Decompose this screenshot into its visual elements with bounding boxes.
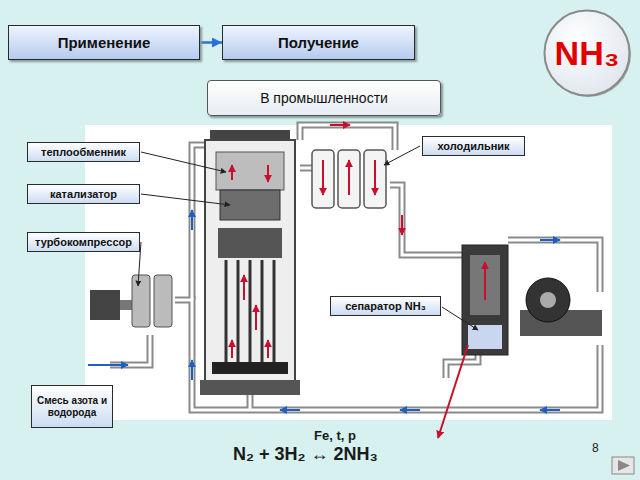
catalyst-block: [218, 228, 282, 258]
flow-arrow: [540, 239, 560, 241]
flow-arrow: [374, 160, 376, 195]
pump-wheel: [526, 278, 570, 322]
node-text: теплообменник: [41, 146, 126, 158]
leader-line: [141, 152, 226, 172]
cooler-flow: [323, 160, 375, 195]
pipe-bore: [300, 167, 312, 170]
separator-shell: [462, 245, 508, 355]
flow-arrow: [348, 160, 350, 195]
pump-hub: [540, 292, 556, 308]
flow-arrow: [191, 360, 193, 380]
flow-arrow: [280, 409, 300, 411]
pipe-flow: [88, 125, 560, 410]
nav-arrow: [618, 460, 630, 471]
cooler-tank: [364, 150, 386, 208]
node-text: NH₃: [555, 34, 620, 73]
pipes-inner: [110, 125, 600, 410]
pipe-bore: [110, 335, 150, 365]
pipe-bore: [249, 395, 252, 410]
pipe: [300, 125, 395, 150]
tube: [225, 260, 228, 365]
cooler-tank: [338, 150, 360, 208]
separator-liquid: [468, 325, 502, 349]
reactor-grate: [212, 362, 288, 374]
pipe-bore: [300, 125, 395, 150]
flow-arrow: [330, 124, 350, 126]
reactor-base: [200, 380, 300, 395]
node-text: Получение: [278, 34, 359, 51]
pipe-bore: [390, 185, 462, 255]
flow-arrow: [191, 210, 193, 230]
compressor-cylinder: [132, 275, 150, 327]
callout-box: турбокомпрессор: [27, 232, 140, 252]
flow-arrow: [243, 275, 245, 300]
callout-box: сепаратор NH₃: [330, 296, 441, 316]
reaction-equation: N₂ + 3H₂ ↔ 2NH₃: [233, 444, 378, 465]
flow-arrow: [400, 409, 420, 411]
node-text: В промышленности: [260, 90, 388, 106]
compressor-cylinder: [154, 275, 172, 327]
nav-button: [612, 457, 634, 474]
separator-core: [470, 255, 500, 315]
node-text: Смесь азота и водорода: [35, 395, 109, 418]
section-box: В промышленности: [207, 80, 441, 116]
formula-circle: NH₃: [542, 8, 632, 98]
node-text: турбокомпрессор: [35, 236, 132, 248]
node-text: катализатор: [50, 188, 117, 200]
callout-box: Смесь азота и водорода: [31, 385, 113, 428]
pipe-bore: [192, 145, 205, 300]
reactor-flow: [232, 165, 268, 358]
reactor-tubes: [226, 260, 274, 365]
tube: [273, 260, 276, 365]
flow-arrow: [267, 165, 269, 182]
leaders: [138, 146, 478, 330]
ammonia-outlet-arrow: [438, 345, 468, 438]
leader-line: [442, 307, 478, 330]
flow-arrow: [200, 41, 222, 44]
flow-arrow: [231, 340, 233, 358]
flow-arrow: [255, 305, 257, 330]
flow-arrow: [484, 262, 486, 300]
illustration-ground: [85, 125, 612, 420]
leader-line: [384, 146, 420, 165]
page-number: 8: [592, 441, 599, 455]
pipe: [300, 165, 312, 172]
node-text: Применение: [58, 34, 151, 51]
compressor-shaft: [120, 300, 132, 310]
flow-arrow: [401, 215, 403, 235]
flow-arrow: [540, 409, 560, 411]
flow-arrow: [231, 165, 233, 180]
pipe: [390, 185, 462, 255]
gas-inlet-arrow: [88, 364, 128, 366]
pipes-outer: [110, 125, 600, 410]
pipe: [192, 145, 205, 300]
node-text: сепаратор NH₃: [345, 300, 426, 312]
node-text: холодильник: [437, 140, 509, 152]
callout-box: катализатор: [27, 184, 140, 204]
tube: [237, 260, 240, 365]
flow-arrow: [267, 340, 269, 358]
reactor-shell: [205, 140, 295, 385]
topic-box: Применение: [8, 25, 200, 60]
flow-arrow: [322, 160, 324, 195]
pipe: [247, 395, 254, 410]
leader-line: [141, 194, 230, 205]
tube: [249, 260, 252, 365]
cooler-tank: [312, 150, 334, 208]
circle-shape: [545, 11, 630, 96]
tube: [261, 260, 264, 365]
heat-exchanger: [216, 152, 284, 190]
reaction-conditions: Fe, t, p: [314, 428, 356, 443]
callout-box: холодильник: [422, 136, 525, 156]
pipe: [110, 335, 150, 365]
callout-box: теплообменник: [27, 142, 140, 162]
compressor-motor: [90, 290, 120, 320]
topic-box: Получение: [222, 25, 415, 60]
